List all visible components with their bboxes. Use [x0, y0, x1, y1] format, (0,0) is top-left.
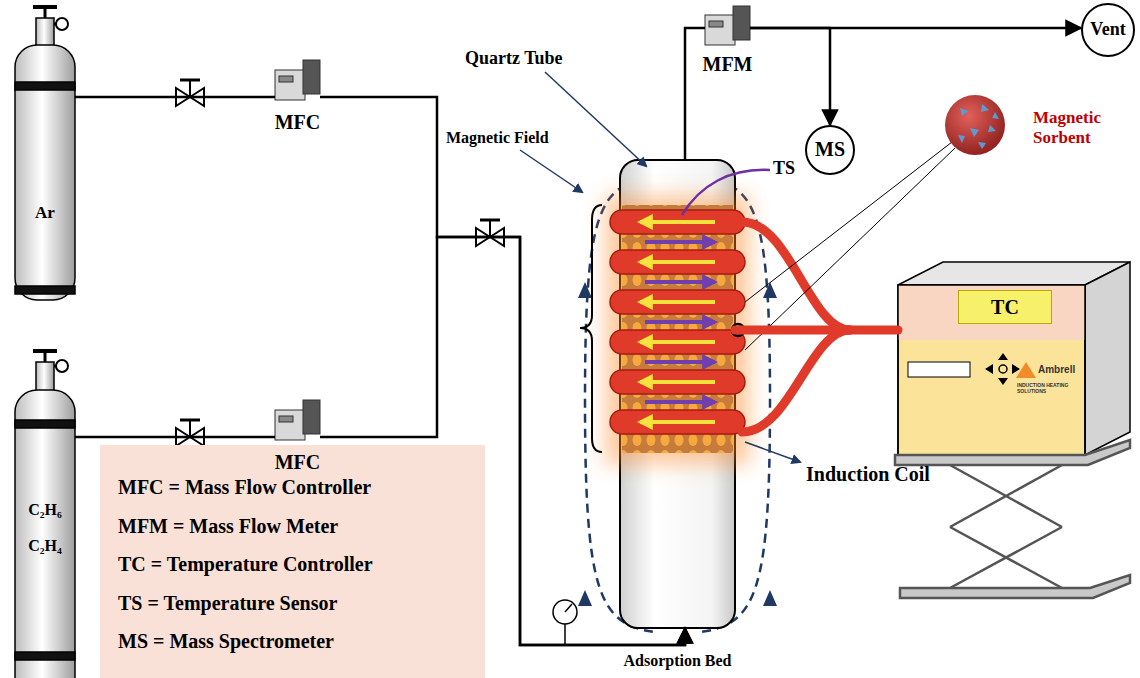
temperature-controller: TC AmbrellINDUCTION HEATING SOLUTIONS [898, 285, 1085, 455]
mass-flow-controller: MFC [275, 62, 320, 100]
heat-glow [605, 195, 750, 465]
power-cable [735, 326, 898, 335]
adsorption-bed: Adsorption Bed [620, 160, 735, 628]
legend-entry: TC = Temperature Controller [118, 552, 485, 591]
node-label: TC [958, 290, 1052, 324]
node-label: Vent [1083, 19, 1133, 41]
mass-flow-controller: MFC [275, 402, 320, 440]
legend-entry: MS = Mass Spectrometer [118, 629, 485, 668]
gas-cylinder [15, 351, 75, 678]
mass-flow-meter: MFM [705, 8, 750, 46]
mass-spectrometer: MS [805, 125, 855, 175]
leader-line [520, 72, 800, 462]
brand-text: INDUCTION HEATING SOLUTIONS [1017, 382, 1079, 394]
induction-coil [610, 210, 745, 434]
sensor-wire [682, 170, 770, 215]
legend-entry: MFM = Mass Flow Meter [118, 514, 485, 553]
part-label: TS [773, 158, 795, 180]
legend-entry: TS = Temperature Sensor [118, 591, 485, 630]
gas-cylinder [15, 7, 75, 300]
scissor-lift [895, 440, 1130, 598]
gas-cylinder: Ar [15, 45, 75, 300]
gas-line [75, 96, 275, 99]
node-label: MS [807, 137, 853, 161]
part-label: Magnetic Sorbent [1033, 108, 1133, 149]
node-label: MFM [680, 52, 775, 76]
node-label: Adsorption Bed [580, 651, 775, 670]
pressure-gauge [553, 600, 577, 645]
flow-device [275, 6, 750, 440]
vent: Vent [1081, 3, 1135, 57]
gas-line [75, 436, 275, 439]
node-label: Ar [15, 203, 75, 223]
gas-cylinder: C₂H₆ C₂H₄ [15, 390, 75, 678]
legend-entry: MFC = Mass Flow Controller [118, 475, 485, 514]
brace [580, 205, 602, 452]
temperature-controller-box [898, 262, 1130, 455]
gas-line [685, 28, 705, 160]
legend-box: MFC = Mass Flow ControllerMFM = Mass Flo… [100, 445, 485, 678]
brand-text: Ambrell [1038, 364, 1082, 376]
part-label: Quartz Tube [465, 48, 563, 70]
node-label: MFC [250, 110, 345, 134]
node-label: C₂H₆ C₂H₄ [17, 492, 73, 564]
gas-line [750, 28, 830, 125]
part-label: Magnetic Field [446, 128, 549, 147]
part-label: Induction Coil [806, 462, 930, 486]
node-label: MFC [250, 450, 345, 474]
